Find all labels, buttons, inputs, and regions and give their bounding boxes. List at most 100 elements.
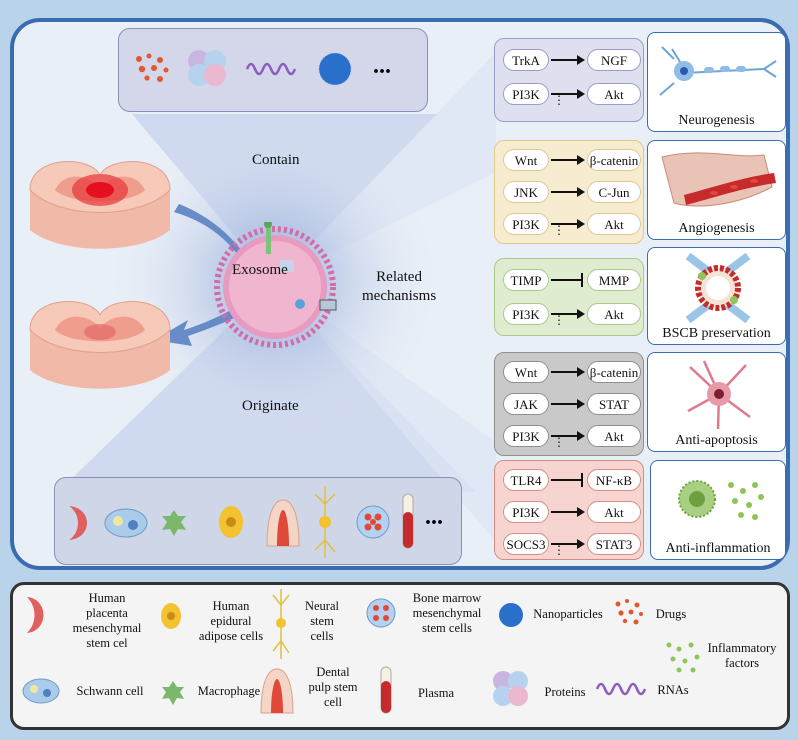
legend-plasma: Plasma (417, 686, 455, 700)
effect-label: Angiogenesis (678, 221, 755, 236)
pathway-target: Akt (587, 83, 641, 105)
pathway-source: PI3K (503, 83, 549, 105)
dotted-link: ⋮ (553, 435, 565, 449)
activation-arrow (551, 539, 585, 549)
legend-macrophage: Macrophage (197, 684, 261, 698)
contain-ellipsis: ... (373, 53, 391, 79)
origin-box: ... (54, 477, 462, 565)
legend-inflammatory: Inflammatory factors (707, 641, 777, 670)
activation-arrow (551, 367, 585, 377)
contain-label: Contain (252, 152, 300, 168)
pathway-source: JNK (503, 181, 549, 203)
pathway-target: MMP (587, 269, 641, 291)
inflammatory-cell-icon (678, 480, 764, 520)
bone-marrow-cell-icon (356, 505, 390, 539)
pathway-source: TrkA (503, 49, 549, 71)
astrocyte-icon (687, 360, 751, 430)
pathway-source: TLR4 (503, 469, 549, 491)
exosome-icon (214, 222, 337, 348)
macrophage-icon (162, 681, 184, 705)
inhibition-arrow (551, 273, 583, 287)
dotted-link: ⋮ (553, 313, 565, 327)
legend-neural: Neural stem cells (304, 599, 339, 643)
pathway-source: SOCS3 (503, 533, 549, 555)
pathway-target: Akt (587, 501, 641, 523)
rnas-icon (595, 682, 647, 696)
dental-pulp-cell-icon (266, 499, 300, 547)
inflammatory-factors-icon (666, 642, 700, 673)
legend-rnas: RNAs (657, 683, 689, 697)
legend-placenta: Human placenta mesenchymal stem cel (72, 591, 142, 650)
pathway-source: PI3K (503, 501, 549, 523)
activation-arrow (551, 155, 585, 165)
effect-label: Anti-inflammation (665, 541, 771, 556)
legend: Human placenta mesenchymal stem cel Huma… (10, 582, 790, 730)
injured-spinal-cord-icon (29, 161, 171, 249)
proteins-icon (493, 671, 528, 706)
effect-label: Anti-apoptosis (675, 433, 758, 448)
pathway-target: STAT3 (587, 533, 641, 555)
contain-box: ... (118, 28, 428, 112)
activation-arrow (551, 507, 585, 517)
dotted-link: ⋮ (553, 93, 565, 107)
pathway-target: β-catenin (587, 149, 641, 171)
schwann-cell-icon (104, 508, 148, 538)
effect-bscb: BSCB preservation (647, 247, 786, 345)
placenta-cell-icon (69, 506, 87, 540)
activation-arrow (551, 89, 585, 99)
inhibition-arrow (551, 473, 583, 487)
proteins-icon (188, 50, 226, 86)
legend-schwann: Schwann cell (76, 684, 144, 698)
exosome-label: Exosome (232, 262, 288, 278)
pathway-source: Wnt (503, 149, 549, 171)
dotted-link: ⋮ (553, 223, 565, 237)
pathway-target: STAT (587, 393, 641, 415)
bone-marrow-cell-icon (366, 598, 396, 628)
pathway-target: β-catenin (587, 361, 641, 383)
rnas-icon (245, 62, 297, 76)
effect-neurogenesis: Neurogenesis (647, 32, 786, 132)
activation-arrow (551, 219, 585, 229)
neural-stem-cell-icon (314, 486, 336, 558)
activation-arrow (551, 187, 585, 197)
dotted-link: ⋮ (553, 543, 565, 557)
nanoparticles-icon (318, 52, 352, 86)
pathway-source: Wnt (503, 361, 549, 383)
neuron-icon (659, 46, 777, 96)
pathway-target: Akt (587, 213, 641, 235)
bscb-vessel-icon (685, 252, 751, 324)
mechanism-box: TrkA NGF PI3K Akt ⋮ (494, 38, 644, 122)
pathway-target: C-Jun (587, 181, 641, 203)
activation-arrow (551, 399, 585, 409)
legend-nanoparticles: Nanoparticles (533, 607, 603, 621)
blood-vessel-icon (661, 152, 776, 207)
pathway-target: NF-κB (587, 469, 641, 491)
pathway-source: PI3K (503, 425, 549, 447)
related-mechanisms-label: Related mechanisms (362, 269, 437, 304)
schwann-cell-icon (22, 678, 60, 704)
pathway-target: NGF (587, 49, 641, 71)
neural-stem-cell-icon (272, 589, 290, 659)
effect-anti-apoptosis: Anti-apoptosis (647, 352, 786, 452)
originate-label: Originate (242, 398, 299, 414)
activation-arrow (551, 55, 585, 65)
adipose-cell-icon (161, 603, 181, 629)
activation-arrow (551, 431, 585, 441)
pathway-target: Akt (587, 303, 641, 325)
plasma-tube-icon (380, 666, 392, 714)
pathway-source: PI3K (503, 213, 549, 235)
plasma-tube-icon (402, 493, 414, 549)
nanoparticles-icon (499, 603, 523, 627)
drugs-icon (615, 599, 643, 625)
origin-ellipsis: ... (425, 504, 443, 530)
drugs-icon (136, 53, 169, 82)
effect-angiogenesis: Angiogenesis (647, 140, 786, 240)
pathway-source: JAK (503, 393, 549, 415)
legend-bone-marrow: Bone marrow mesenchymal stem cells (412, 591, 482, 635)
placenta-cell-icon (27, 597, 44, 633)
effect-anti-inflammation: Anti-inflammation (650, 460, 786, 560)
